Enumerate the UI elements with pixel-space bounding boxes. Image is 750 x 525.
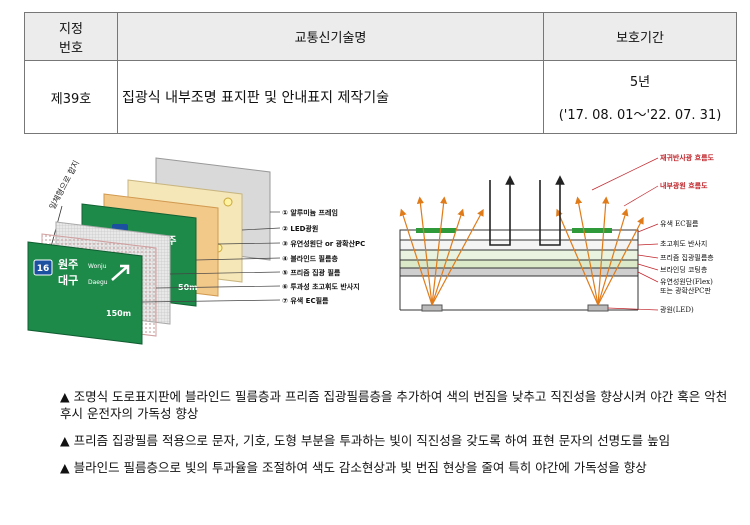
layer-label-4: ④ 블라인드 필름층 — [282, 254, 338, 263]
front-city2-en: Daegu — [88, 279, 108, 286]
label-prism: 프리즘 집광필름층 — [660, 253, 714, 262]
label-ec-film: 유색 EC필름 — [660, 219, 699, 228]
cell-tech-name: 집광식 내부조명 표지판 및 안내표지 제작기술 — [117, 60, 544, 134]
front-city1-en: Wonju — [88, 263, 107, 270]
front-distance: 150m — [106, 309, 131, 318]
layer-label-2: ② LED광원 — [282, 224, 318, 233]
spec-data-row: 제39호 집광식 내부조명 표지판 및 안내표지 제작기술 5년 ('17. 0… — [24, 60, 737, 134]
header-number: 지정 번호 — [24, 12, 118, 61]
label-led: 광원(LED) — [660, 305, 694, 314]
header-period: 보호기간 — [543, 12, 737, 61]
header-tech-name: 교통신기술명 — [117, 12, 544, 61]
ec-segment — [572, 228, 612, 233]
ec-segment — [416, 228, 456, 233]
side-label: 일체형으로 합지 — [47, 159, 81, 211]
note-item: ▲ 조명식 도로표지판에 블라인드 필름층과 프리즘 집광필름층을 추가하여 색… — [60, 389, 728, 421]
label-flex-line2: 또는 광확산PC판 — [660, 286, 711, 295]
led-right — [587, 304, 609, 312]
light-rays — [399, 196, 644, 306]
spec-table: 지정 번호 교통신기술명 보호기간 제39호 집광식 내부조명 표지판 및 안내… — [24, 12, 737, 134]
label-high-reflect: 초고휘도 반사지 — [660, 239, 707, 248]
note-item: ▲ 블라인드 필름층으로 빛의 투과율을 조절하여 색도 감소현상과 빛 번짐 … — [60, 460, 647, 475]
layer-label-7: ⑦ 유색 EC필름 — [282, 296, 329, 305]
spec-header-row: 지정 번호 교통신기술명 보호기간 — [24, 12, 737, 61]
front-city1: 원주 — [58, 257, 78, 271]
cell-period: 5년 ('17. 08. 01～'22. 07. 31) — [543, 60, 737, 134]
layer-label-6: ⑥ 투과성 초고휘도 반사지 — [282, 282, 360, 291]
route-shield-icon — [33, 259, 53, 276]
note-item: ▲ 프리즘 집광필름 적용으로 문자, 기호, 도형 부분을 투과하는 빛이 직… — [60, 433, 671, 448]
route-number: 16 — [37, 264, 50, 274]
label-blind: 브라인딩 코팅층 — [660, 265, 708, 274]
layer-diagram: 일체형으로 합지 원주 50m 16 원주 Wonju 대구 Daegu 150… — [27, 157, 365, 345]
cross-section-diagram: 재귀반사광 흐름도 내부광원 흐름도 유색 EC필름 초고휘도 반사지 프리즘 … — [399, 153, 715, 314]
front-city2: 대구 — [58, 273, 78, 287]
label-reflect-flow: 재귀반사광 흐름도 — [660, 153, 715, 162]
label-flex-line1: 유연성원단(Flex) — [660, 277, 713, 286]
led-left — [421, 304, 443, 312]
period-years: 5년 — [629, 75, 651, 90]
period-dates: ('17. 08. 01～'22. 07. 31) — [558, 108, 722, 123]
retroreflect-arrows — [489, 175, 565, 246]
label-light-flow: 내부광원 흐름도 — [660, 181, 708, 190]
layer-label-5: ⑤ 프리즘 집광 필름 — [282, 268, 341, 277]
layer-label-1: ① 알루미늄 프레임 — [282, 208, 338, 217]
cell-number: 제39호 — [24, 60, 118, 134]
layer-blind — [399, 259, 639, 269]
led-dot-icon — [223, 197, 233, 207]
label-flex: 유연성원단(Flex) 또는 광확산PC판 — [660, 277, 715, 295]
direction-arrow-icon — [111, 264, 130, 281]
layer-label-3: ③ 유연성원단 or 광확산PC — [282, 239, 365, 248]
layer-front-sign — [27, 241, 143, 345]
notes: ▲ 조명식 도로표지판에 블라인드 필름층과 프리즘 집광필름층을 추가하여 색… — [60, 388, 728, 486]
